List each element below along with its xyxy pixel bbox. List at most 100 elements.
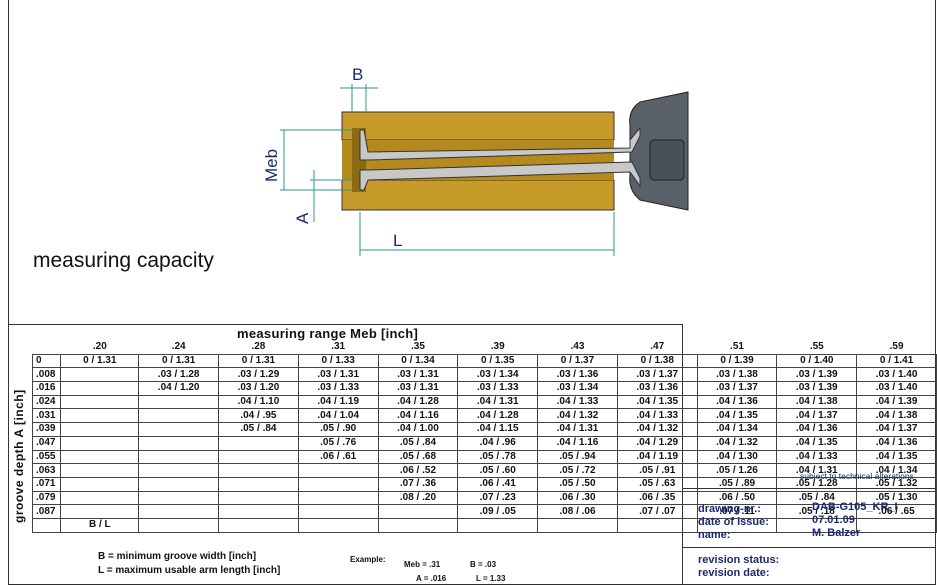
table-cell: .05 / 1.26 [696, 463, 778, 478]
table-cell [218, 435, 299, 451]
table-cell [60, 381, 140, 396]
row-depth: .063 [31, 463, 62, 478]
label-l: L [393, 231, 402, 250]
column-header: .24 [171, 341, 186, 353]
table-row: .071.07 / .36.06 / .41.05 / .50.05 / .63… [31, 476, 937, 492]
table-cell: .04 / 1.35 [696, 408, 778, 424]
legend-l: L = maximum usable arm length [inch] [98, 565, 281, 576]
row-depth: .055 [31, 449, 62, 465]
table-cell: .04 / 1.32 [616, 422, 698, 437]
table-cell: .03 / 1.20 [218, 381, 299, 396]
table-cell: .04 / 1.00 [377, 422, 459, 437]
table-cell: .03 / 1.37 [696, 381, 778, 396]
table-cell: .03 / 1.28 [138, 367, 220, 383]
upper-arm [359, 126, 641, 161]
label-b: B [352, 65, 363, 84]
lower-arm [359, 161, 641, 191]
table-cell: 0 / 1.31 [60, 353, 140, 369]
table-cell: 0 / 1.31 [138, 353, 220, 369]
table-cell: .06 / .30 [537, 490, 618, 506]
row-depth: .047 [31, 435, 62, 451]
table-cell: .03 / 1.34 [537, 381, 618, 396]
table-cell: 0 / 1.41 [856, 353, 937, 369]
table-cell: .04 / 1.16 [377, 408, 459, 424]
row-depth: 0 [31, 353, 62, 369]
table-cell [60, 476, 140, 492]
table-cell: .03 / 1.31 [377, 381, 459, 396]
table-cell: .04 / 1.35 [616, 394, 698, 410]
row-depth: .079 [31, 490, 62, 506]
table-cell: .04 / 1.28 [457, 408, 539, 424]
table-cell [297, 463, 379, 478]
divider-bottom [683, 547, 936, 548]
table-cell: 0 / 1.33 [297, 353, 379, 369]
row-depth: .087 [31, 504, 62, 519]
column-header: .31 [331, 341, 346, 353]
table-cell: .04 / 1.32 [537, 408, 618, 424]
table-cell: 0 / 1.39 [696, 353, 778, 369]
table-cell: .03 / 1.33 [297, 381, 379, 396]
table-cell: .05 / .89 [696, 476, 778, 492]
table-cell [138, 476, 220, 492]
table-cell: .04 / 1.28 [377, 394, 459, 410]
row-depth: .008 [31, 367, 62, 383]
table-cell: .04 / 1.32 [696, 435, 778, 451]
table-cell [60, 435, 140, 451]
table-cell: 0 / 1.40 [776, 353, 858, 369]
table-cell: .05 / .60 [457, 463, 539, 478]
table-cell: .04 / 1.04 [297, 408, 379, 424]
name-label: name: [698, 529, 731, 541]
table-cell: .05 / .94 [537, 449, 618, 465]
table-cell: .05 / .68 [377, 449, 459, 465]
table-cell: .03 / 1.29 [218, 367, 299, 383]
table-cell [60, 490, 140, 506]
table-cell: .04 / 1.10 [218, 394, 299, 410]
table-cell: .04 / 1.33 [616, 408, 698, 424]
example-b: B = .03 [470, 560, 497, 569]
example-l: L = 1.33 [476, 574, 506, 583]
table-cell: .08 / .06 [537, 504, 618, 519]
table-cell: .03 / 1.40 [856, 367, 937, 383]
table-cell: .06 / .52 [377, 463, 459, 478]
table-cell: .04 / 1.38 [856, 408, 937, 424]
table-cell: .04 / 1.29 [616, 435, 698, 451]
table-row: .016.04 / 1.20.03 / 1.20.03 / 1.33.03 / … [31, 381, 937, 396]
table-cell: .05 / .72 [537, 463, 618, 478]
row-depth: .024 [31, 394, 62, 410]
table-cell [537, 517, 618, 533]
groove-depth-axis-label: groove depth A [inch] [12, 389, 26, 523]
column-header: .35 [410, 341, 425, 353]
table-cell: .06 / .41 [457, 476, 539, 492]
column-header: .20 [92, 341, 107, 353]
table-cell: .03 / 1.31 [377, 367, 459, 383]
table-cell [856, 517, 937, 533]
header-corner [33, 341, 61, 354]
table-cell [138, 408, 220, 424]
label-meb: Meb [262, 149, 281, 182]
column-header: .39 [490, 341, 505, 353]
table-cell: .04 / 1.15 [457, 422, 539, 437]
page-frame [8, 0, 936, 585]
table-cell: 0 / 1.38 [616, 353, 698, 369]
table-cell: .07 / .36 [377, 476, 459, 492]
table-cell: .04 / 1.31 [457, 394, 539, 410]
workpiece-top [341, 111, 615, 141]
table-cell: .04 / 1.37 [856, 422, 937, 437]
column-header: .59 [889, 341, 904, 353]
table-cell [218, 476, 299, 492]
table-cell: .04 / 1.30 [696, 449, 778, 465]
table-cell: .04 / 1.35 [776, 435, 858, 451]
table-cell: .04 / 1.36 [776, 422, 858, 437]
table-cell [138, 394, 220, 410]
table-cell [297, 476, 379, 492]
table-cell [60, 463, 140, 478]
table-cell [138, 422, 220, 437]
table-cell: 0 / 1.35 [457, 353, 539, 369]
name-value: M. Balzer [812, 527, 861, 539]
row-depth: .071 [31, 476, 62, 492]
revision-date-label: revision date: [698, 567, 770, 579]
table-cell [60, 504, 140, 519]
table-cell [138, 517, 220, 533]
table-cell [138, 490, 220, 506]
table-row: .055.06 / .61.05 / .68.05 / .78.05 / .94… [31, 449, 937, 465]
